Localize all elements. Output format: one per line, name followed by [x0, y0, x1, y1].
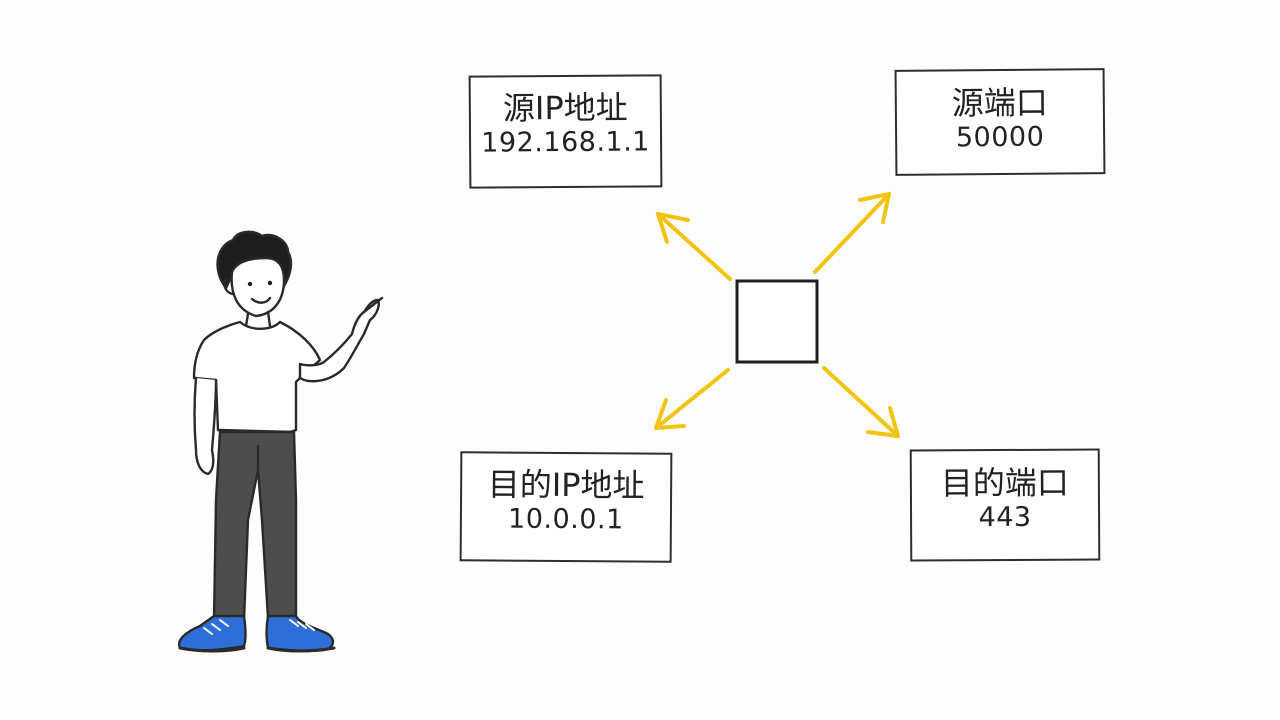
right-shoe	[265, 614, 335, 653]
destination-ip-box: 目的IP地址 10.0.0.1	[459, 451, 673, 563]
center-square	[735, 279, 819, 364]
pants	[212, 430, 298, 622]
arrow-to-src-port	[813, 192, 891, 274]
source-ip-box: 源IP地址 192.168.1.1	[468, 74, 663, 189]
face	[230, 256, 286, 318]
destination-port-label: 目的端口	[940, 463, 1069, 503]
destination-port-box: 目的端口 443	[909, 448, 1101, 562]
pointing-arm	[298, 298, 380, 383]
arrow-to-dst-ip	[654, 368, 730, 430]
arrows	[654, 192, 900, 438]
destination-ip-label: 目的IP地址	[487, 465, 645, 505]
arrow-to-src-ip	[656, 212, 732, 281]
source-port-label: 源端口	[951, 83, 1048, 123]
person-illustration	[177, 230, 384, 653]
destination-ip-value: 10.0.0.1	[507, 503, 624, 536]
source-port-box: 源端口 50000	[894, 68, 1106, 176]
source-ip-value: 192.168.1.1	[481, 126, 651, 159]
source-port-value: 50000	[955, 122, 1045, 154]
source-ip-label: 源IP地址	[502, 88, 628, 128]
arrow-to-dst-port	[822, 366, 900, 438]
destination-port-value: 443	[978, 502, 1032, 534]
